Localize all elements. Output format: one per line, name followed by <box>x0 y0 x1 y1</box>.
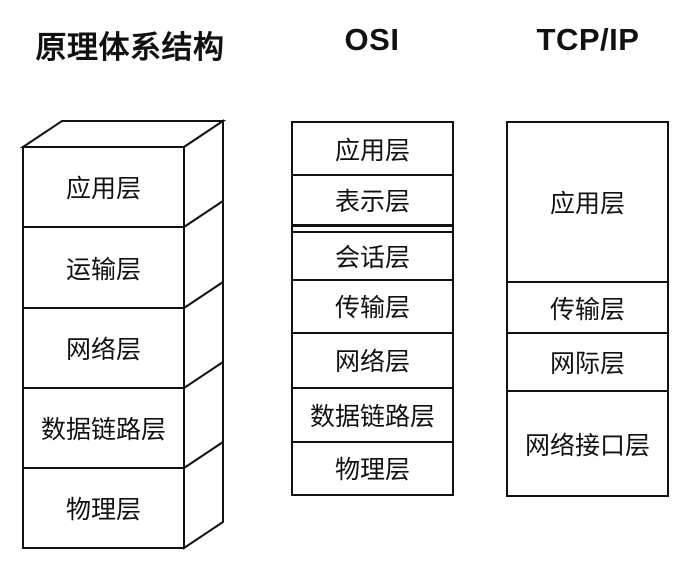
principle-3d-box-outline <box>19 119 227 550</box>
principle-stack-title: 原理体系结构 <box>35 30 225 65</box>
principle-layer-application: 应用层 <box>65 175 141 203</box>
box-front-face <box>22 146 185 549</box>
tcpip-layer-transport: 传输层 <box>508 283 667 334</box>
tcpip-stack-title: TCP/IP <box>536 22 640 57</box>
osi-bold-separator <box>293 227 452 233</box>
osi-layer-session: 会话层 <box>293 233 452 281</box>
osi-stack: 应用层 表示层 会话层 传输层 网络层 数据链路层 物理层 <box>291 121 454 496</box>
osi-layer-application: 应用层 <box>293 123 452 176</box>
principle-layer-network: 网络层 <box>65 336 141 364</box>
osi-stack-title: OSI <box>344 22 400 57</box>
principle-layer-datalink: 数据链路层 <box>40 416 166 444</box>
side-face-divider <box>183 361 224 389</box>
osi-layer-datalink: 数据链路层 <box>293 389 452 443</box>
osi-layer-network: 网络层 <box>293 334 452 389</box>
osi-layer-transport: 传输层 <box>293 281 452 334</box>
side-face-divider <box>183 441 224 469</box>
tcpip-layer-internet: 网际层 <box>508 334 667 392</box>
principle-layer-transport: 运输层 <box>65 255 141 284</box>
tcpip-stack: 应用层 传输层 网际层 网络接口层 <box>506 121 669 497</box>
principle-layer-physical: 物理层 <box>65 496 141 524</box>
side-face-divider <box>183 200 224 228</box>
tcpip-layer-application: 应用层 <box>508 123 667 283</box>
osi-layer-physical: 物理层 <box>334 456 410 485</box>
box-right-face <box>183 119 224 550</box>
tcpip-layer-network-interface: 网络接口层 <box>524 431 650 460</box>
osi-layer-presentation: 表示层 <box>293 176 452 227</box>
side-face-divider <box>183 281 224 309</box>
